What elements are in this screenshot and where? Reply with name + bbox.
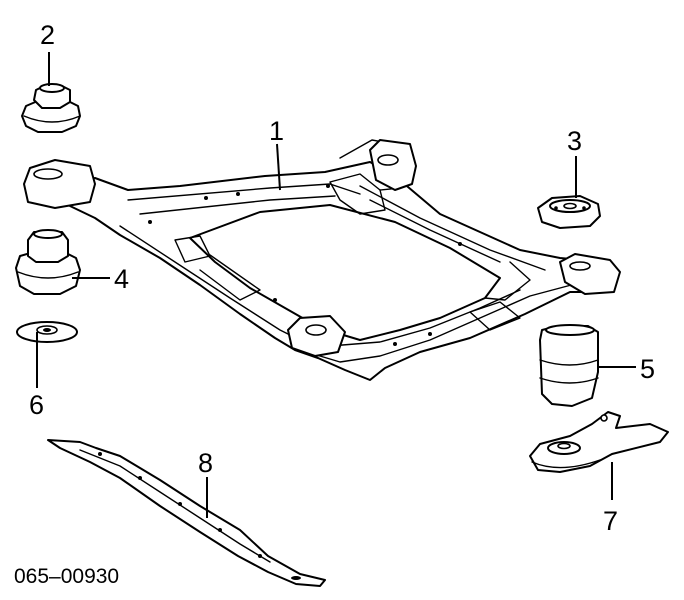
frame-brace — [47, 439, 326, 587]
mount-washer — [16, 321, 78, 343]
callout-1: 1 — [269, 116, 284, 146]
callout-3: 3 — [567, 126, 582, 156]
mount-stopper-plate — [537, 195, 601, 229]
rear-bracket-plate — [529, 411, 669, 473]
subframe-crossmember — [23, 139, 621, 381]
callout-4: 4 — [114, 264, 129, 294]
rear-mount-cushion — [539, 324, 599, 407]
diagram-code: 065–00930 — [14, 565, 119, 588]
callout-8: 8 — [198, 448, 213, 478]
leader-line-1 — [276, 143, 281, 191]
callout-6: 6 — [29, 390, 44, 420]
front-mount-cushion — [15, 229, 81, 295]
callout-2: 2 — [40, 20, 55, 50]
callout-5: 5 — [640, 354, 655, 384]
upper-mount-cushion — [21, 83, 81, 133]
callout-7: 7 — [603, 506, 618, 536]
